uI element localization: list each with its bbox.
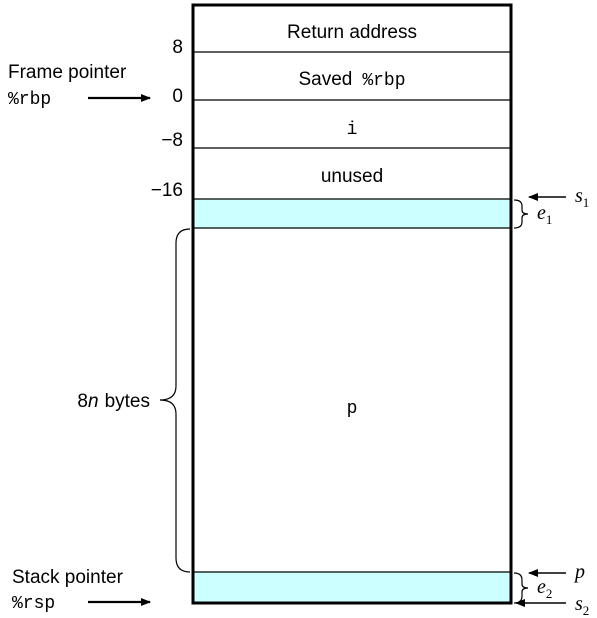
slot-saved-register: %rbp: [362, 71, 405, 91]
array-size-unit: bytes: [105, 391, 150, 412]
e2-brace: [513, 572, 529, 604]
e1-brace: [513, 199, 529, 229]
frame-pointer-label: Frame pointer: [8, 62, 127, 83]
offset-minus8: −8: [161, 130, 183, 151]
padding-region-e2: [193, 572, 511, 603]
stack-pointer-register: %rsp: [12, 594, 55, 614]
array-size-factor: 8: [77, 391, 88, 412]
s1-base: s: [575, 185, 583, 207]
slot-saved-rbp: Saved %rbp: [298, 69, 405, 91]
p-label: p: [573, 561, 585, 583]
s2-subscript: 2: [583, 603, 590, 618]
slot-array-p: p: [347, 399, 358, 419]
e2-label: e2: [537, 576, 552, 601]
offset-minus16: −16: [151, 180, 183, 201]
slot-saved-prefix: Saved: [298, 69, 352, 90]
stack-pointer-label: Stack pointer: [12, 567, 124, 588]
s2-label: s2: [575, 593, 589, 618]
array-size-brace: [159, 228, 191, 573]
s1-subscript: 1: [583, 195, 590, 210]
e1-base: e: [537, 202, 546, 224]
padding-region-e1: [193, 199, 511, 228]
frame-pointer-register: %rbp: [8, 90, 51, 110]
s2-base: s: [575, 593, 583, 615]
slot-unused: unused: [321, 166, 383, 187]
e2-subscript: 2: [546, 586, 553, 601]
stack-frame-outline: [191, 3, 513, 605]
offset-plus8: 8: [172, 37, 183, 58]
s1-label: s1: [575, 185, 589, 210]
slot-return-address: Return address: [287, 22, 417, 43]
slot-local-i: i: [347, 120, 358, 140]
offset-zero: 0: [172, 86, 183, 107]
e1-subscript: 1: [546, 212, 553, 227]
e1-label: e1: [537, 202, 552, 227]
e2-base: e: [537, 576, 546, 598]
array-size-variable: n: [88, 391, 99, 412]
